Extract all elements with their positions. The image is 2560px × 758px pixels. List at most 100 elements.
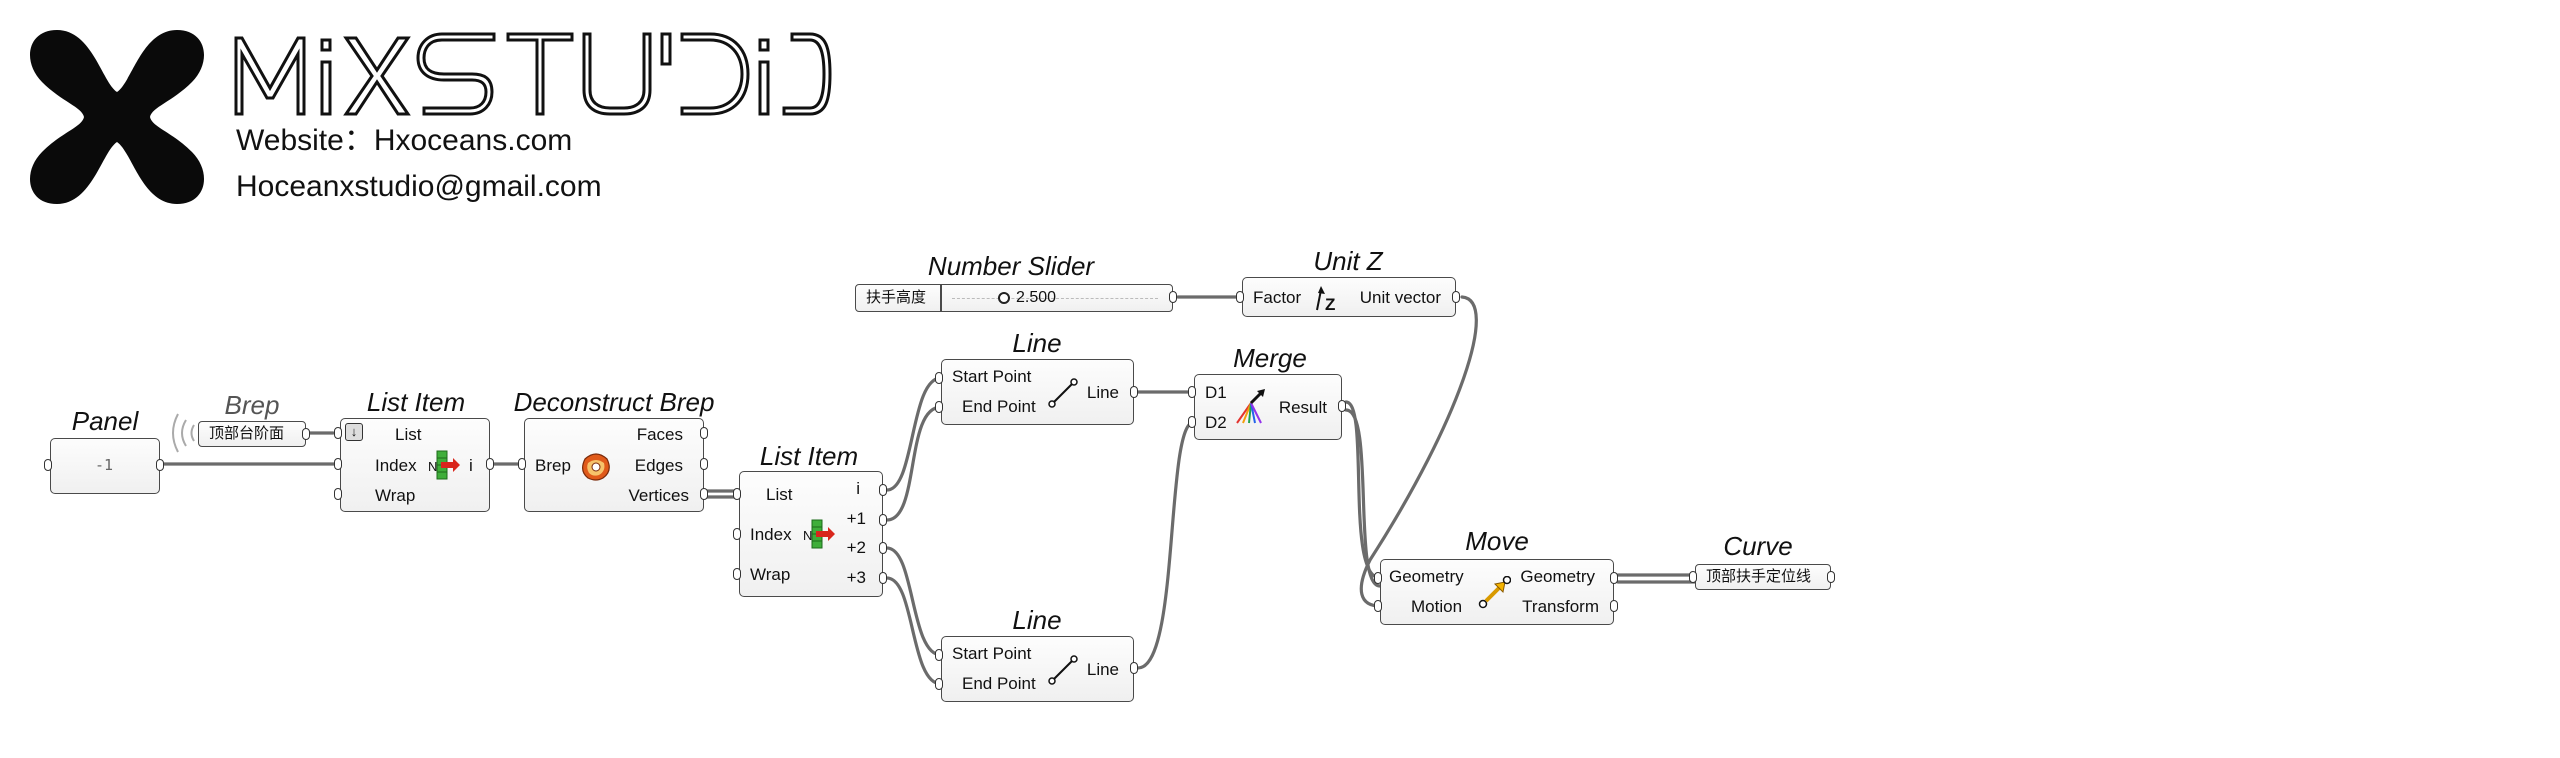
brep-param-node[interactable]: 顶部台阶面 [198,421,306,447]
website-text: Website：Hxoceans.com [236,124,573,157]
line-icon [1048,655,1078,685]
move-output-transform: Transform [1522,597,1599,616]
merge-port-d1[interactable] [1188,386,1196,398]
merge-node[interactable]: D1 D2 Result [1194,374,1342,440]
line-2-input-end: End Point [962,674,1036,693]
unit-z-input-factor: Factor [1253,288,1302,307]
list-item-1-output-i: i [469,456,473,475]
list-item-2-port-index[interactable] [733,528,741,540]
list-item-1-title: List Item [366,387,466,417]
deconstruct-port-edges[interactable] [700,458,708,470]
list-item-1-input-list: List [395,425,422,444]
deconstruct-port-vertices[interactable] [700,488,708,500]
merge-input-d2: D2 [1205,413,1227,432]
panel-title: Panel [71,406,139,436]
brep-title: Brep [224,390,280,420]
list-item-2-port-wrap[interactable] [733,568,741,580]
slider-output-port[interactable] [1169,291,1177,303]
wire-merge-to-move [1344,400,1382,580]
deconstruct-output-vertices: Vertices [628,486,689,505]
move-port-geometry-in[interactable] [1374,572,1382,584]
brand-wordmark [234,32,832,116]
list-item-1-node[interactable]: ↓ List Index Wrap i N [340,418,490,512]
list-item-1-port-i[interactable] [486,458,494,470]
slider-value: 2.500 [1016,289,1057,306]
list-item-1-port-index[interactable] [334,458,342,470]
index-icon: N [803,519,835,549]
list-item-1-input-index: Index [375,456,417,475]
panel-input-port[interactable] [44,459,52,471]
line-1-port-start[interactable] [935,372,943,384]
list-item-2-port-plus3[interactable] [879,572,887,584]
graft-icon: ↓ [345,423,363,441]
slider-handle[interactable] [998,292,1010,304]
curve-input-port[interactable] [1689,571,1697,583]
wire-plus2-to-line2-start [885,546,943,657]
slider-track[interactable] [952,298,1158,300]
list-item-1-port-wrap[interactable] [334,488,342,500]
line-1-input-start: Start Point [952,367,1032,386]
wire-plus3-to-line2-end [885,576,943,686]
line-1-title: Line [1012,328,1062,358]
merge-port-d2[interactable] [1188,416,1196,428]
index-icon: N [428,450,460,480]
line-icon [1048,378,1078,408]
number-slider-title: Number Slider [927,251,1095,281]
brep-remote-arc-1 [181,419,187,447]
move-node[interactable]: Geometry Motion Geometry Transform [1380,559,1614,625]
brep-output-port[interactable] [302,428,310,440]
move-icon [1478,576,1511,609]
curve-output-port[interactable] [1827,571,1835,583]
line-1-output-line: Line [1086,383,1119,402]
move-port-geometry-out[interactable] [1610,572,1618,584]
unit-z-output-vector: Unit vector [1359,288,1441,307]
number-slider-node[interactable]: 扶手高度 2.500 [855,284,1173,312]
line-2-port-line[interactable] [1130,662,1138,674]
line-1-port-end[interactable] [935,401,943,413]
list-item-2-output-plus1: +1 [846,509,866,528]
deconstruct-port-faces[interactable] [700,427,708,439]
list-item-2-port-plus1[interactable] [879,514,887,526]
line-2-port-end[interactable] [935,678,943,690]
merge-output-result: Result [1278,398,1327,417]
unit-z-port-vector[interactable] [1452,291,1460,303]
unit-z-node[interactable]: Factor Unit vector Z [1242,277,1456,317]
line-2-node[interactable]: Start Point End Point Line [941,636,1134,702]
list-item-2-port-i[interactable] [879,484,887,496]
merge-input-d1: D1 [1205,383,1227,402]
unit-z-port-factor[interactable] [1236,291,1244,303]
move-title: Move [1465,526,1529,556]
deconstruct-input-brep: Brep [535,456,571,475]
svg-text:Z: Z [1325,295,1335,314]
deconstruct-output-edges: Edges [634,456,683,475]
merge-port-result[interactable] [1338,400,1346,412]
list-item-2-port-plus2[interactable] [879,542,887,554]
panel-node[interactable]: -1 [50,438,160,494]
slider-divider [940,285,942,311]
svg-text:N: N [803,528,812,543]
deconstruct-brep-node[interactable]: Brep Faces Edges Vertices [524,418,704,512]
line-1-node[interactable]: Start Point End Point Line [941,359,1134,425]
deconstruct-brep-title: Deconstruct Brep [513,387,715,417]
panel-output-port[interactable] [156,459,164,471]
curve-param-node[interactable]: 顶部扶手定位线 [1695,564,1831,590]
line-1-port-line[interactable] [1130,386,1138,398]
list-item-2-input-index: Index [750,525,792,544]
line-2-port-start[interactable] [935,649,943,661]
wire-plus1-to-line1-end [885,405,943,522]
list-item-1-port-list[interactable] [334,427,342,439]
line-2-output-line: Line [1086,660,1119,679]
line-1-input-end: End Point [962,397,1036,416]
merge-icon [1236,389,1265,424]
deconstruct-port-brep[interactable] [518,458,526,470]
list-item-2-node[interactable]: List Index Wrap i +1 +2 +3 N [739,471,883,597]
list-item-2-port-list[interactable] [733,488,741,500]
list-item-2-input-wrap: Wrap [750,565,791,584]
move-port-transform[interactable] [1610,600,1618,612]
move-port-motion[interactable] [1374,600,1382,612]
list-item-1-input-wrap: Wrap [375,486,416,505]
brep-remote-arc-2 [172,413,179,453]
move-input-geometry: Geometry [1389,567,1464,586]
move-input-motion: Motion [1411,597,1463,616]
list-item-2-title: List Item [759,441,859,471]
